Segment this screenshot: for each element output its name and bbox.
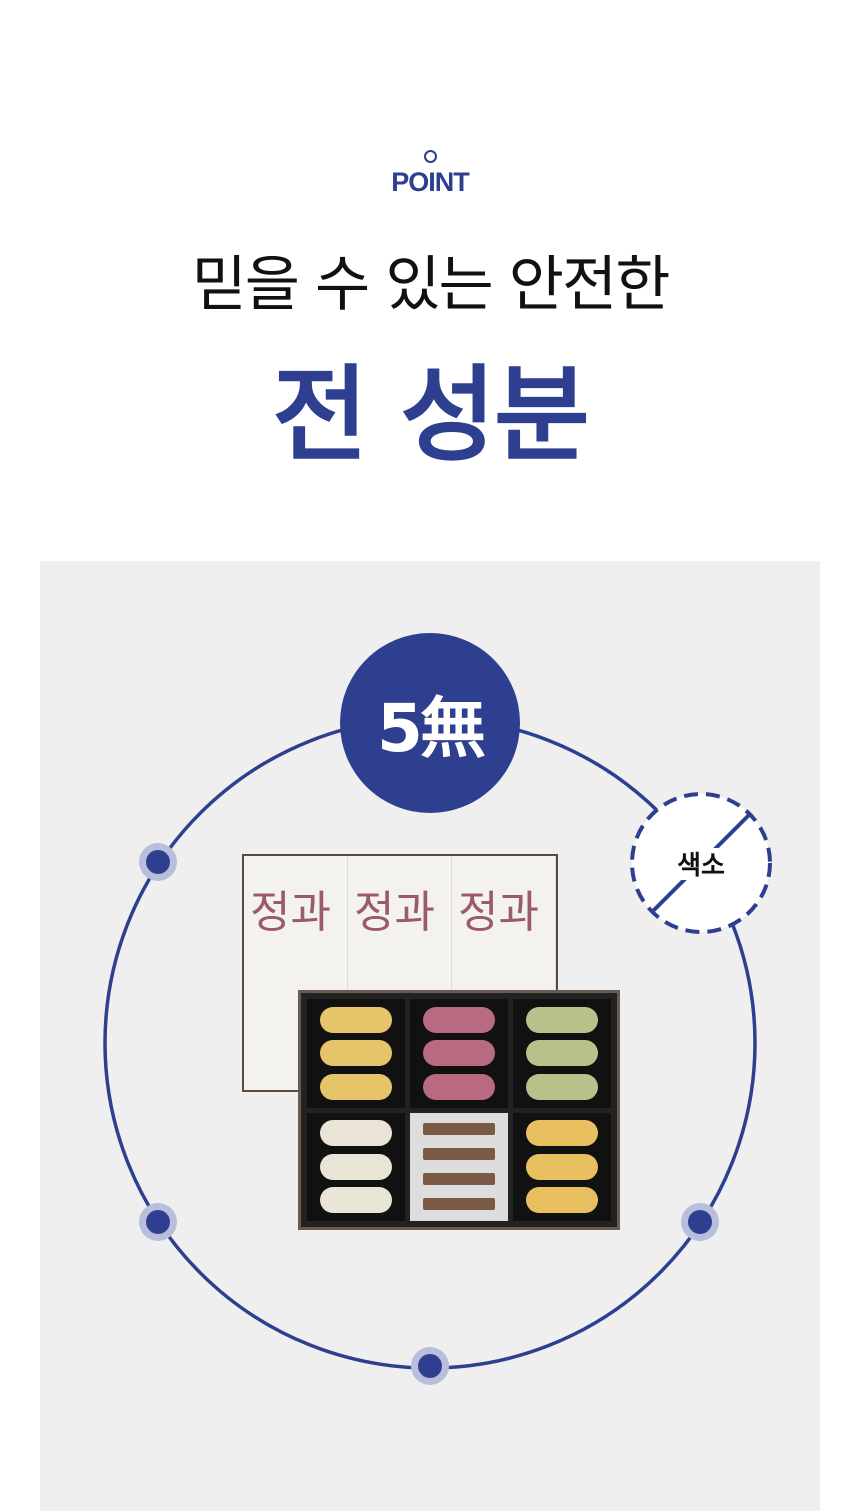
no-colorant-icon	[630, 792, 772, 934]
orbit-dots	[139, 843, 719, 1385]
point-label: POINT	[0, 150, 860, 198]
point-text: POINT	[391, 167, 470, 197]
circle-icon	[423, 150, 437, 163]
five-free-badge: 5無	[340, 633, 520, 813]
page-title: 전 성분	[272, 354, 589, 476]
gift-box-tray	[298, 990, 620, 1230]
subtitle: 믿을 수 있는 안전한	[191, 250, 671, 320]
free-item-colorant: 색소	[677, 850, 725, 881]
